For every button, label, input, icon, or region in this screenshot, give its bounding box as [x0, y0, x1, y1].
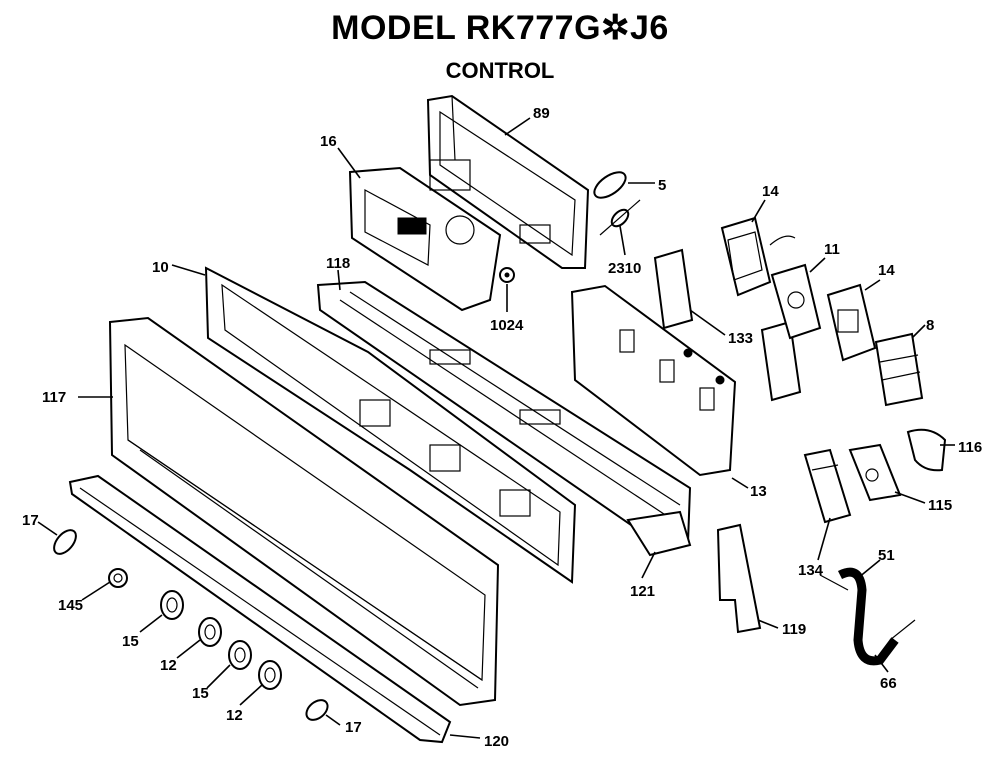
part-12a-knob	[198, 617, 222, 647]
part-labels: 89 16 5 2310 14 11 14 8 10 118 1024 133 …	[22, 105, 982, 750]
label-1024: 1024	[490, 317, 524, 334]
part-17a-lens	[53, 529, 77, 555]
label-8: 8	[926, 317, 934, 334]
label-13: 13	[750, 483, 767, 500]
label-11: 11	[824, 241, 840, 258]
label-51: 51	[878, 547, 895, 564]
label-12a: 12	[160, 657, 177, 674]
label-121: 121	[630, 583, 655, 600]
label-118: 118	[326, 255, 350, 272]
part-17b-lens	[305, 699, 329, 721]
part-12b-knob	[258, 660, 282, 690]
part-119-bracket	[716, 523, 762, 634]
label-10: 10	[152, 259, 169, 276]
part-10-panel-frame	[204, 266, 577, 584]
part-16-timer-assembly	[348, 159, 502, 312]
label-5: 5	[658, 177, 666, 194]
label-14b: 14	[878, 262, 895, 279]
label-12b: 12	[226, 707, 243, 724]
label-14a: 14	[762, 183, 779, 200]
label-2310: 2310	[608, 260, 641, 277]
part-133-brackets	[653, 248, 802, 402]
part-13-circuit-board	[570, 284, 737, 477]
part-1024-nut	[499, 267, 515, 283]
label-17b: 17	[345, 719, 362, 736]
part-15a-knob	[160, 590, 184, 620]
part-15b-knob	[228, 640, 252, 670]
part-115-connector	[848, 443, 902, 502]
part-116-clip	[906, 428, 947, 472]
label-145: 145	[58, 597, 83, 614]
label-15a: 15	[122, 633, 139, 650]
diagram-title: MODEL RK777G✲J6	[331, 9, 669, 47]
part-14a-switch	[720, 216, 796, 297]
part-117-trim-frame	[108, 316, 500, 707]
label-117: 117	[42, 389, 66, 406]
label-15b: 15	[192, 685, 209, 702]
leader-lines	[37, 117, 955, 739]
part-121-end-cap	[626, 510, 692, 557]
label-89: 89	[533, 105, 550, 122]
label-16: 16	[320, 133, 337, 150]
part-120-trim-strip	[68, 474, 452, 744]
label-120: 120	[484, 733, 509, 750]
label-116: 116	[958, 439, 982, 456]
part-134-bracket	[803, 448, 852, 524]
diagram-subtitle: CONTROL	[445, 58, 555, 83]
part-5-lamp	[593, 171, 627, 199]
label-17a: 17	[22, 512, 39, 529]
part-8-switch	[874, 332, 924, 407]
part-2310-fuse	[599, 199, 641, 236]
label-115: 115	[928, 497, 952, 514]
part-11-switch	[770, 263, 822, 340]
part-51-wire-harness	[819, 567, 916, 666]
label-66: 66	[880, 675, 897, 692]
part-14b-switch	[826, 283, 877, 362]
part-145-knob	[108, 568, 128, 588]
label-133: 133	[728, 330, 753, 347]
label-119: 119	[782, 621, 806, 638]
label-134: 134	[798, 562, 824, 579]
